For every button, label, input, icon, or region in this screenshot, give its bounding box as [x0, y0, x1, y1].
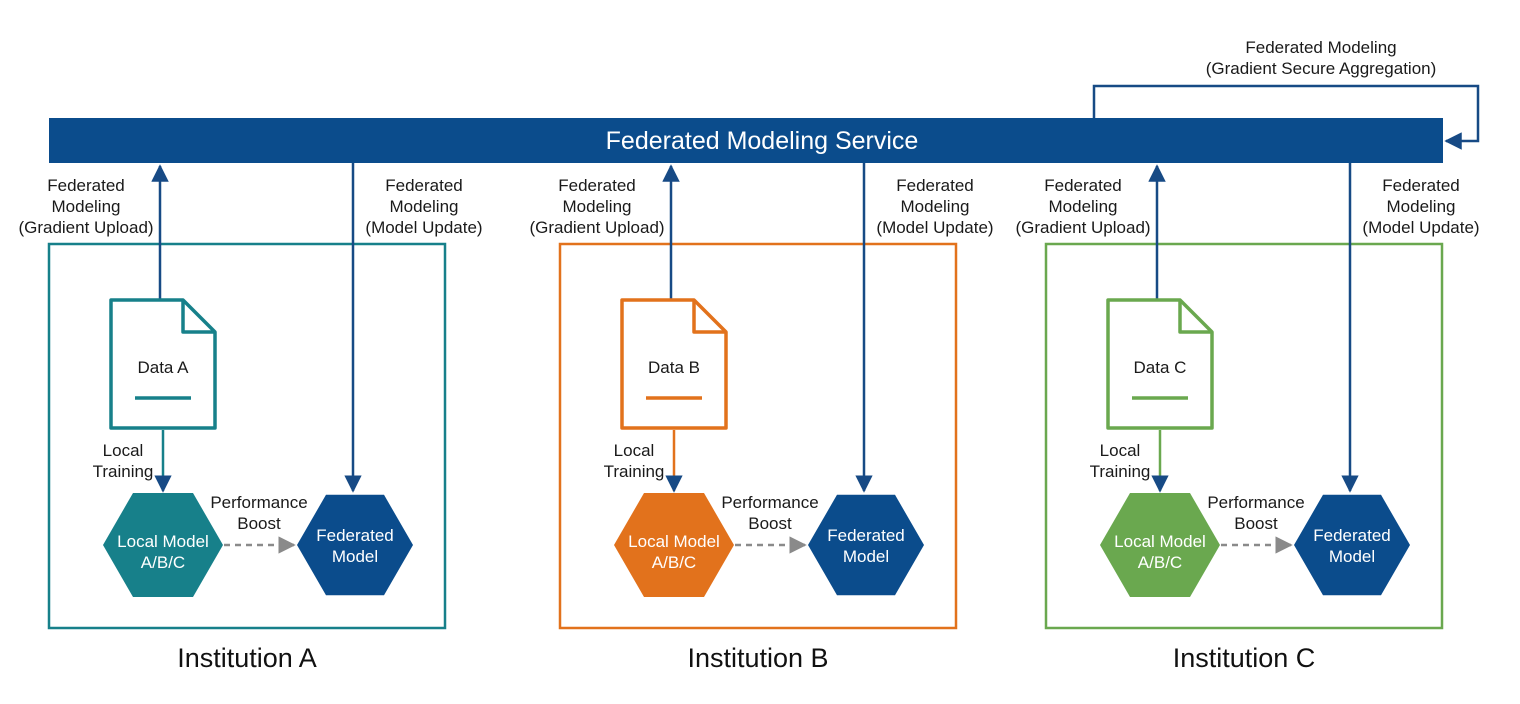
local-training-label: Training [93, 462, 154, 481]
federated-model-label: Federated [1313, 526, 1391, 545]
gradient-upload-label: (Gradient Upload) [529, 218, 664, 237]
institution-panel [47, 242, 447, 630]
model-update-label: Federated [1382, 176, 1460, 195]
model-update-label: Federated [896, 176, 974, 195]
local-model-label: A/B/C [141, 553, 185, 572]
gradient-upload-label: Modeling [1049, 197, 1118, 216]
data-label: Data B [648, 358, 700, 377]
local-model-hexagon [103, 493, 223, 597]
data-document-icon [620, 298, 728, 430]
model-update-label: Modeling [901, 197, 970, 216]
federated-model-hexagon [297, 494, 413, 596]
local-model-label: A/B/C [1138, 553, 1182, 572]
gradient-upload-label: (Gradient Upload) [18, 218, 153, 237]
local-model-label: Local Model [628, 532, 720, 551]
federated-model-label: Federated [316, 526, 394, 545]
data-label: Data A [137, 358, 189, 377]
federated-model-hexagon [808, 494, 924, 596]
document-fold [1178, 300, 1212, 334]
aggregation-loop-arrow [1092, 84, 1480, 150]
federated-model-label: Model [843, 547, 889, 566]
local-model-label: A/B/C [652, 553, 696, 572]
performance-boost-label: Performance [721, 493, 818, 512]
performance-boost-label: Boost [237, 514, 281, 533]
institution-panel [1044, 242, 1444, 630]
federated-model-hexagon [1294, 494, 1410, 596]
data-label: Data C [1134, 358, 1187, 377]
performance-boost-label: Performance [210, 493, 307, 512]
gradient-upload-label: (Gradient Upload) [1015, 218, 1150, 237]
data-document-icon [109, 298, 217, 430]
aggregation-label-line1: Federated Modeling [1245, 38, 1396, 57]
local-model-label: Local Model [117, 532, 209, 551]
local-model-hexagon [614, 493, 734, 597]
institution-name: Institution B [687, 643, 828, 673]
local-training-label: Local [1100, 441, 1141, 460]
federated-model-label: Federated [827, 526, 905, 545]
service-title: Federated Modeling Service [606, 127, 919, 155]
gradient-upload-label: Modeling [52, 197, 121, 216]
model-update-label: Federated [385, 176, 463, 195]
performance-boost-label: Boost [1234, 514, 1278, 533]
local-training-label: Training [1090, 462, 1151, 481]
institution-panel [558, 242, 958, 630]
institution-name: Institution A [177, 643, 317, 673]
performance-boost-label: Boost [748, 514, 792, 533]
local-training-label: Training [604, 462, 665, 481]
model-update-label: (Model Update) [876, 218, 993, 237]
federated-model-label: Model [332, 547, 378, 566]
local-model-label: Local Model [1114, 532, 1206, 551]
gradient-upload-label: Modeling [563, 197, 632, 216]
gradient-upload-label: Federated [47, 176, 125, 195]
model-update-label: (Model Update) [1362, 218, 1479, 237]
performance-boost-label: Performance [1207, 493, 1304, 512]
local-training-label: Local [614, 441, 655, 460]
institution-name: Institution C [1173, 643, 1316, 673]
model-update-label: (Model Update) [365, 218, 482, 237]
model-update-label: Modeling [390, 197, 459, 216]
data-document-icon [1106, 298, 1214, 430]
service-bar [49, 118, 1443, 163]
federated-model-label: Model [1329, 547, 1375, 566]
document-fold [181, 300, 215, 334]
aggregation-label-line2: (Gradient Secure Aggregation) [1206, 59, 1437, 78]
local-model-hexagon [1100, 493, 1220, 597]
model-update-label: Modeling [1387, 197, 1456, 216]
local-training-label: Local [103, 441, 144, 460]
gradient-upload-label: Federated [558, 176, 636, 195]
document-fold [692, 300, 726, 334]
gradient-upload-label: Federated [1044, 176, 1122, 195]
